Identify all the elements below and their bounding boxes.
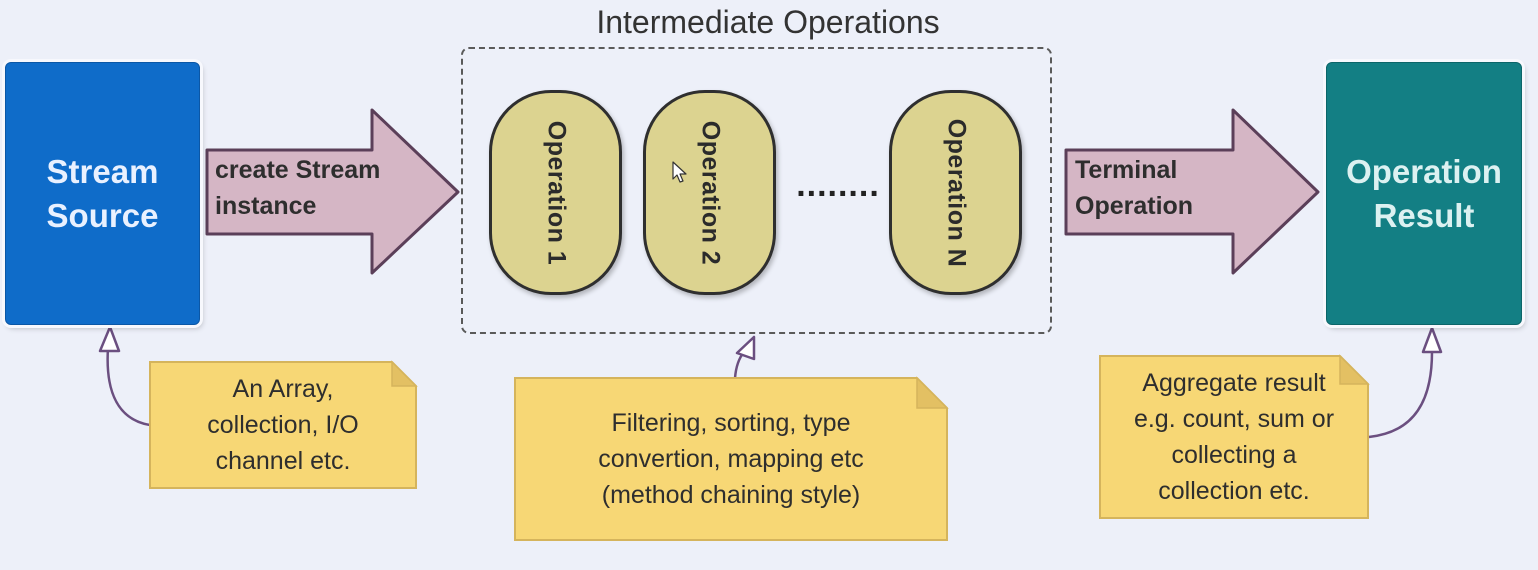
source-note-shape [149, 360, 418, 489]
source-note-connector [106, 347, 151, 427]
operation-2: Operation 2 [643, 90, 776, 295]
source-note: An Array, collection, I/O channel etc. [150, 362, 416, 488]
source-connector-arrowhead [98, 325, 121, 353]
result-note-line-4: collection etc. [1158, 477, 1310, 505]
intermediate-operations-group [461, 47, 1052, 334]
result-note: Aggregate result e.g. count, sum or coll… [1100, 356, 1368, 518]
operation-n-label: Operation N [942, 118, 970, 267]
create-stream-line-1: create Stream [215, 156, 381, 184]
intermediate-operations-title: Intermediate Operations [596, 4, 940, 40]
source-note-line-2: collection, I/O [207, 411, 359, 439]
terminal-operation-arrow [1064, 108, 1320, 275]
stream-source-line-2: Source [46, 196, 159, 234]
source-note-line-1: An Array, [232, 375, 334, 403]
result-note-line-2: e.g. count, sum or [1133, 405, 1335, 433]
operation-result-box: Operation Result [1326, 62, 1522, 325]
create-stream-label: create Stream instance [215, 152, 435, 224]
stream-source-box: Stream Source [5, 62, 200, 325]
terminal-operation-label: Terminal Operation [1075, 152, 1255, 224]
operation-result-line-2: Result [1373, 196, 1475, 234]
create-stream-line-2: instance [215, 192, 317, 220]
operations-ellipsis: ........ [796, 166, 880, 204]
mouse-cursor-icon [672, 161, 687, 183]
intermediate-note-line-3: (method chaining style) [601, 481, 861, 509]
result-note-line-3: collecting a [1171, 441, 1297, 469]
create-stream-arrow [205, 108, 460, 275]
operation-2-label: Operation 2 [696, 120, 724, 265]
terminal-operation-line-1: Terminal [1075, 156, 1178, 184]
operation-n: Operation N [889, 90, 1022, 295]
terminal-operation-line-2: Operation [1075, 192, 1194, 220]
intermediate-note-shape [514, 376, 949, 541]
result-note-line-1: Aggregate result [1142, 369, 1326, 397]
intermediate-connector-arrowhead [735, 335, 756, 361]
source-note-line-3: channel etc. [215, 447, 351, 475]
result-note-shape [1099, 354, 1370, 519]
intermediate-note-line-1: Filtering, sorting, type [611, 409, 851, 437]
operation-1: Operation 1 [489, 90, 622, 295]
operation-1-label: Operation 1 [542, 120, 570, 265]
operation-result-line-1: Operation [1346, 152, 1502, 190]
stream-source-line-1: Stream [46, 152, 159, 190]
result-note-connector [1368, 351, 1434, 439]
intermediate-note: Filtering, sorting, type convertion, map… [515, 378, 947, 540]
intermediate-note-line-2: convertion, mapping etc [598, 445, 864, 473]
result-connector-arrowhead [1421, 326, 1443, 354]
